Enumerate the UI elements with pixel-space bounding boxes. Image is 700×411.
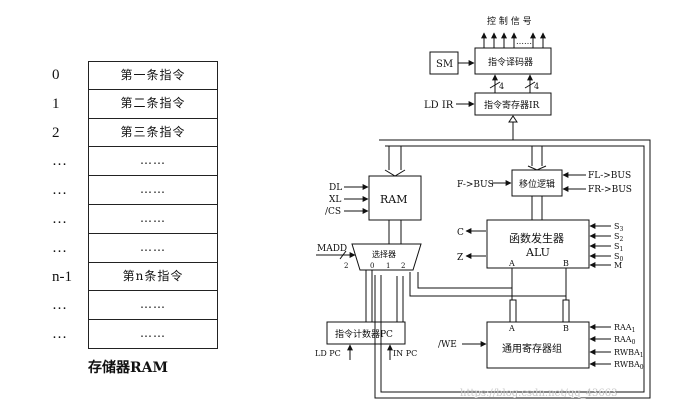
ram-address: 2 [52, 124, 60, 141]
ram-cell: …… [88, 320, 218, 349]
s2-label: S2 [614, 232, 623, 243]
madd-width: 2 [344, 262, 348, 270]
alu-b-label: B [563, 259, 569, 268]
we-label: /WE [438, 340, 457, 350]
m-label: M [614, 261, 622, 270]
fr-bus-label: FR->BUS [588, 185, 632, 195]
ram-address: … [52, 182, 67, 199]
ram-cell: 第三条指令 [88, 118, 218, 148]
ld-ir-label: LD IR [424, 100, 454, 111]
bus-width-2: 4 [534, 82, 539, 91]
ram-cell: …… [88, 204, 218, 234]
ram-row: ……… [48, 204, 218, 234]
ram-row: ……… [48, 233, 218, 263]
ram-cell: 第一条指令 [88, 61, 218, 90]
regs-a-label: A [508, 324, 515, 333]
alu-z-label: Z [457, 253, 463, 263]
ram-row: ……… [48, 320, 218, 349]
ram-label: RAM [380, 193, 408, 206]
alu-box [486, 219, 590, 269]
ram-cell: …… [88, 176, 218, 205]
mux-input-1: 1 [386, 262, 390, 270]
ram-row: ……… [48, 291, 218, 321]
fl-bus-label: FL->BUS [588, 171, 631, 181]
ram-address: … [52, 153, 67, 170]
ram-address: 1 [52, 95, 60, 112]
regs-b-label: B [563, 324, 569, 333]
ir-label: 指令寄存器IR [484, 99, 540, 111]
ram-cell: …… [88, 233, 218, 263]
mux-input-2: 2 [401, 262, 405, 270]
ram-address: … [52, 297, 67, 314]
decoder-label: 指令译码器 [488, 56, 533, 68]
ram-address: n-1 [52, 268, 72, 285]
xl-label: XL [329, 195, 341, 205]
control-signals-ellipsis: …… [516, 37, 532, 46]
alu-a-label: A [508, 259, 515, 268]
ram-row: 0 第一条指令 [48, 61, 218, 90]
madd-label: MADD [317, 244, 347, 254]
f-bus-label: F->BUS [457, 180, 494, 190]
alu-label-line1: 函数发生器 [509, 231, 564, 245]
ram-row: n-1 第n条指令 [48, 262, 218, 292]
in-pc-label: IN PC [393, 349, 417, 358]
ram-address: 0 [52, 67, 60, 83]
ram-row: ……… [48, 147, 218, 177]
control-signals-label: 控 制 信 号 [487, 15, 532, 27]
raa1-label: RAA1 [614, 323, 635, 334]
decoder-box [474, 47, 552, 75]
mux-label: 选择器 [372, 249, 396, 259]
main-bus [365, 115, 651, 399]
rwba0-label: RWBA0 [614, 360, 644, 371]
ram-row: ……… [48, 176, 218, 205]
alu-label-line2: ALU [525, 246, 550, 259]
s0-label: S0 [614, 252, 623, 263]
sm-label: SM [436, 59, 453, 70]
ram-cell: …… [88, 147, 218, 177]
ram-address: … [52, 210, 67, 227]
dl-label: DL [329, 183, 342, 193]
ram-address: … [52, 326, 67, 343]
raa0-label: RAA0 [614, 335, 636, 346]
ram-caption: 存储器RAM [88, 360, 168, 376]
alu-c-label: C [457, 228, 464, 238]
ram-cell: …… [88, 291, 218, 321]
watermark: https://blog.csdn.net/qq_43663 [460, 388, 617, 399]
ram-cell: 第二条指令 [88, 89, 218, 119]
mux-trapezoid [351, 243, 422, 271]
ram-row: 1 第二条指令 [48, 89, 218, 119]
control-signal-arrows [481, 32, 546, 48]
shift-logic-label: 移位逻辑 [519, 178, 555, 190]
ram-row: 2 第三条指令 [48, 118, 218, 148]
rwba1-label: RWBA1 [614, 348, 644, 359]
pc-label: 指令计数器PC [335, 328, 393, 340]
ram-address: … [52, 239, 67, 256]
mux-input-0: 0 [370, 262, 374, 270]
regs-label: 通用寄存器组 [502, 342, 562, 355]
ir-box [474, 92, 552, 116]
ram-cell: 第n条指令 [88, 262, 218, 292]
cs-label: /CS [325, 207, 341, 217]
s1-label: S1 [614, 242, 623, 253]
bus-width-1: 4 [499, 82, 504, 91]
ld-pc-label: LD PC [315, 349, 341, 358]
s3-label: S3 [614, 222, 623, 233]
register-file-box [486, 321, 590, 369]
